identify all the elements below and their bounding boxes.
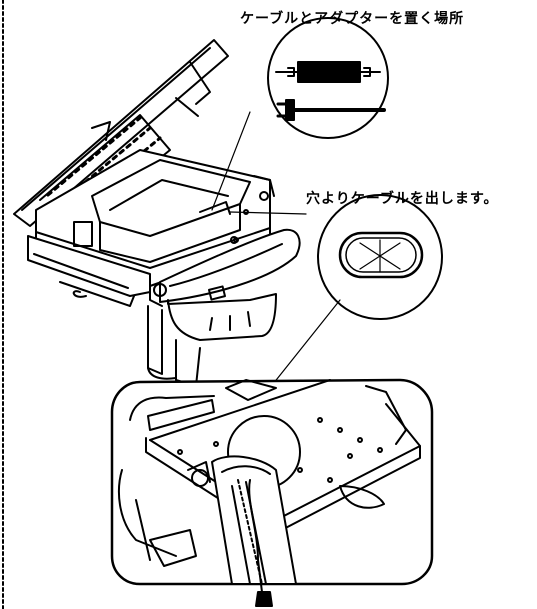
- lower-column: [211, 455, 297, 607]
- cable-storage-caption: ケーブルとアダプターを置く場所: [240, 11, 465, 27]
- cable-exit-caption: 穴よりケーブルを出します。: [306, 191, 499, 207]
- basket: [167, 236, 277, 341]
- left-drawer: [27, 221, 151, 307]
- cart-handle: [149, 228, 301, 307]
- open-tray: [35, 149, 275, 287]
- adapter-callout: [211, 17, 389, 211]
